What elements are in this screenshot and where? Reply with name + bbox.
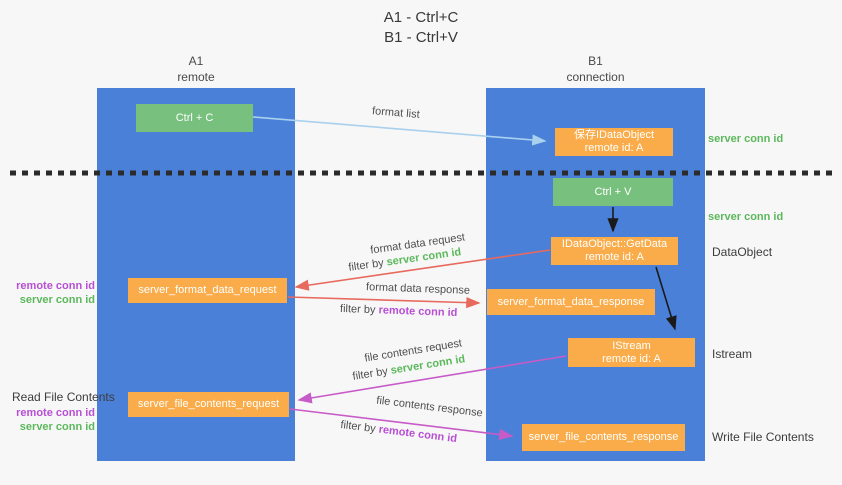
istream-line2: remote id: A [602, 352, 661, 365]
server-conn-id-side-label-mid: server conn id [708, 211, 784, 223]
lifeline-header-a1: A1 remote [97, 53, 295, 85]
istream-line1: IStream [612, 339, 651, 352]
server-file-contents-request-node: server_file_contents_request [128, 392, 289, 417]
save-dataobject-line1: 保存IDataObject [573, 129, 655, 141]
write-file-contents-label: Write File Contents [712, 430, 814, 444]
arrow-label-filter-by-remote-conn-id-2: filter by remote conn id [340, 419, 458, 445]
server-conn-id-side-label-top: server conn id [708, 133, 784, 145]
ctrl-v-node: Ctrl + V [553, 178, 673, 206]
arrow-label-format-data-response: format data response [365, 281, 471, 297]
lifeline-a1-name: A1 [188, 54, 204, 68]
server-file-contents-response-node: server_file_contents_response [522, 424, 685, 451]
ctrl-v-label: Ctrl + V [594, 185, 632, 198]
read-file-contents-label: Read File Contents [12, 390, 115, 404]
getdata-line2: remote id: A [585, 251, 644, 263]
server-conn-id-side-label: server conn id [19, 421, 95, 433]
diagram-title: A1 - Ctrl+C B1 - Ctrl+V [0, 8, 842, 48]
ctrl-c-node: Ctrl + C [136, 104, 253, 132]
arrow-label-format-list: format list [371, 105, 421, 121]
server-format-data-response-label: server_format_data_response [497, 295, 645, 308]
ctrl-c-label: Ctrl + C [175, 111, 214, 124]
remote-conn-id-side-label: remote conn id [16, 407, 95, 419]
dataobject-side-label: DataObject [712, 245, 773, 259]
istream-side-label: Istream [712, 347, 753, 361]
server-format-data-request-node: server_format_data_request [128, 278, 287, 303]
lifeline-b1-subtitle: connection [566, 70, 625, 84]
filter-by-text: filter by [351, 365, 389, 383]
getdata-node: IDataObject::GetData remote id: A [551, 237, 678, 265]
server-file-contents-response-label: server_file_contents_response [528, 431, 679, 443]
left-conn-id-group-file: remote conn id server conn id [8, 406, 95, 434]
lifeline-a1-subtitle: remote [177, 70, 215, 84]
lifeline-header-b1: B1 connection [486, 53, 705, 85]
save-dataobject-line2: remote id: A [584, 142, 644, 154]
server-conn-id-side-label: server conn id [19, 294, 95, 306]
server-format-data-response-node: server_format_data_response [487, 289, 655, 315]
lifeline-b1-name: B1 [588, 54, 603, 68]
filter-by-text: filter by [339, 418, 377, 436]
remote-conn-id-text: remote conn id [378, 304, 458, 320]
filter-by-text: filter by [347, 257, 385, 274]
save-dataobject-node: 保存IDataObject remote id: A [555, 128, 673, 156]
istream-node: IStream remote id: A [568, 338, 695, 367]
getdata-line1: IDataObject::GetData [561, 238, 668, 250]
server-file-contents-request-label: server_file_contents_request [137, 398, 280, 410]
remote-conn-id-side-label: remote conn id [16, 280, 95, 292]
title-line-1: A1 - Ctrl+C [383, 9, 459, 26]
left-conn-id-group-format: remote conn id server conn id [8, 279, 95, 307]
remote-conn-id-text: remote conn id [377, 423, 458, 446]
arrow-label-filter-by-remote-conn-id-1: filter by remote conn id [340, 303, 458, 319]
arrow-label-file-contents-response: file contents response [375, 394, 484, 420]
title-line-2: B1 - Ctrl+V [384, 29, 458, 46]
server-format-data-request-label: server_format_data_request [138, 284, 277, 296]
filter-by-text: filter by [339, 302, 376, 317]
format-data-response-arrow [287, 296, 481, 309]
